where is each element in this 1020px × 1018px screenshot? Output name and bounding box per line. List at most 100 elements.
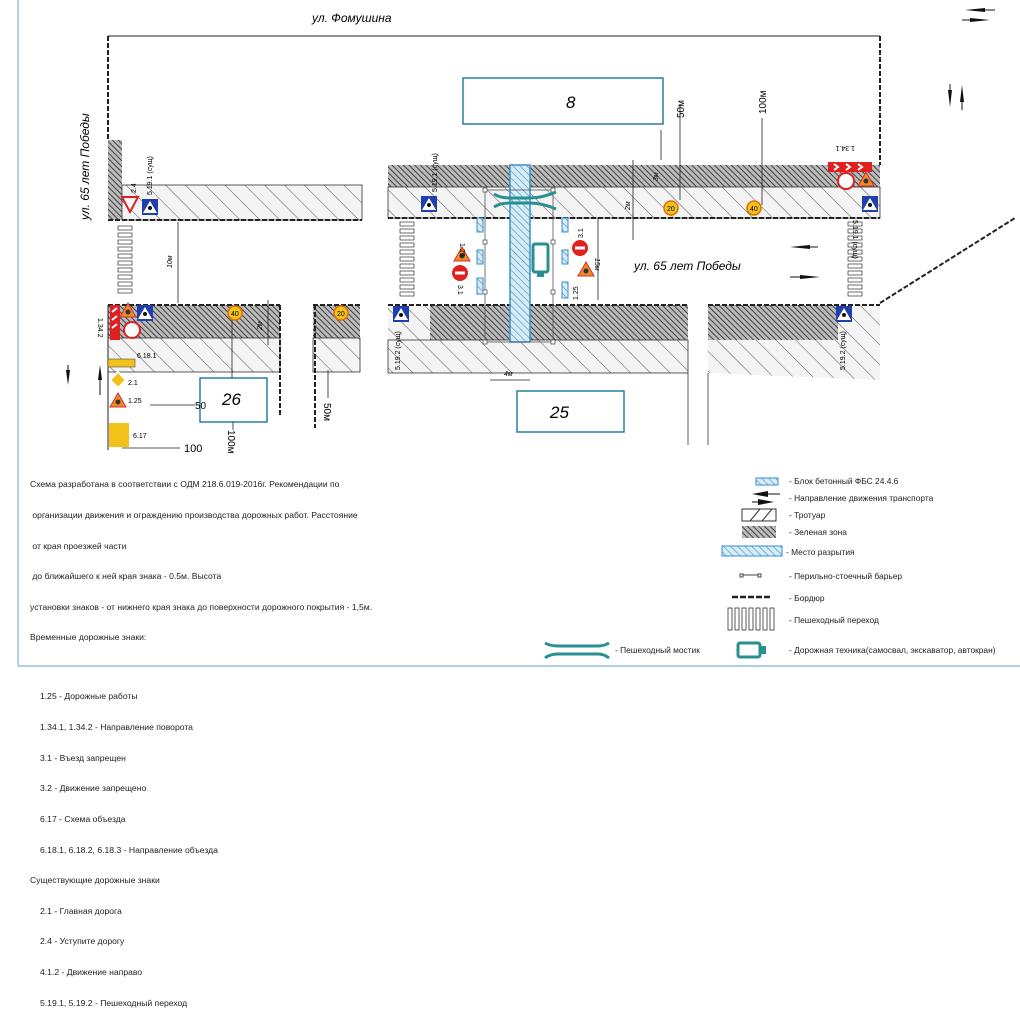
legend-concrete-block: - Блок бетонный ФБС 24.4.6: [789, 476, 899, 486]
temporary-sign-item: 6.18.1, 6.18.2, 6.18.3 - Направление объ…: [40, 844, 218, 855]
label-6-18-1: 6.18.1: [137, 353, 157, 360]
temporary-sign-item: 3.2 - Движение запрещено: [40, 783, 147, 794]
traffic-direction-icon: [752, 491, 780, 505]
label-3-1: 3.1: [456, 285, 463, 295]
sign-no-entry-3-1: [572, 240, 588, 256]
svg-text:20: 20: [337, 311, 345, 318]
existing-signs-title: Существующие дорожные знаки: [30, 875, 160, 886]
sidewalk: [312, 337, 361, 373]
building-25: 25: [516, 390, 625, 433]
label-2-4: 2.4: [131, 183, 138, 193]
sign-no-traffic-3-2: [837, 172, 855, 190]
label-5-19-1c: 5.19.1 (сущ): [851, 220, 858, 259]
svg-text:40: 40: [750, 206, 758, 213]
green-zone-icon: [742, 526, 776, 538]
sidewalk-icon: [741, 508, 777, 522]
footbridge-icon: [493, 190, 557, 211]
traffic-direction-arrows: [66, 8, 995, 395]
sign-turn-direction-1-34-1: [828, 162, 872, 172]
concrete-block-icon: [755, 477, 779, 486]
label-1-34-2: 1.34.2: [96, 318, 103, 338]
svg-text:20: 20: [667, 206, 675, 213]
legend-green-zone: - Зеленая зона: [789, 527, 847, 537]
speed-limit-sign-40: 40: [746, 200, 762, 216]
green-zone: [430, 305, 688, 340]
dim-100: 100: [184, 443, 202, 455]
label-5-19-1: 5.19.1 (сущ): [147, 156, 154, 195]
legend-crosswalk: - Пешеходный переход: [789, 615, 879, 625]
svg-text:40: 40: [231, 311, 239, 318]
legend-icons: [544, 477, 783, 660]
dim-100m-top: 100м: [758, 90, 769, 114]
sidewalk: [708, 305, 880, 380]
sign-crosswalk-5-19-1: [862, 196, 878, 212]
temporary-sign-item: 3.1 - Въезд запрещен: [40, 752, 126, 763]
dim-10m: 10м: [167, 255, 174, 268]
dim-50: 50: [195, 401, 207, 412]
dim-100m-left: 100м: [225, 430, 236, 454]
sidewalk: [121, 184, 363, 221]
scheme-notes: Схема разработана в соответствии с ОДМ 2…: [30, 459, 372, 1018]
sign-no-traffic-3-2: [123, 321, 141, 339]
existing-sign-item: 2.1 - Главная дорога: [40, 905, 122, 916]
sign-turn-direction-1-34-2: [110, 305, 120, 340]
note-line: от края проезжей части: [30, 540, 127, 551]
temporary-sign-item: 6.17 - Схема объезда: [40, 813, 126, 824]
concrete-blocks: [476, 217, 569, 299]
dim-4m: 4м: [504, 371, 513, 378]
barrier-fence: [484, 189, 554, 343]
sign-detour-6-18-1: [107, 358, 136, 368]
svg-text:8: 8: [566, 93, 576, 112]
dim-3m: 3м: [653, 172, 660, 181]
note-line: Временные дорожные знаки:: [30, 632, 147, 643]
excavation-site: [509, 164, 531, 343]
dim-15m: 15м: [593, 258, 600, 271]
sign-main-road-2-1: [108, 370, 128, 390]
dim-50m-left: 50м: [321, 403, 332, 421]
dimension-lines: [122, 105, 763, 449]
legend-barrier: - Перильно-стоечный барьер: [789, 571, 903, 581]
dim-2m-b: 2м: [625, 201, 632, 211]
note-line: организации движения и ограждению произв…: [30, 510, 358, 521]
label-1-25: 1.25: [458, 243, 465, 257]
road-machinery-icon: [531, 242, 550, 277]
dim-2m: 2м: [257, 321, 264, 331]
label-6-17: 6.17: [133, 433, 147, 440]
barrier-icon: [739, 573, 762, 578]
note-line: установки знаков - от нижнего края знака…: [30, 601, 373, 612]
label-5-19-2: 5.19.2 (сущ): [395, 331, 402, 370]
crosswalk-right: [847, 221, 863, 297]
speed-limit-sign-20: 20: [333, 305, 349, 321]
label-5-19-1b: 5.19.1 (сущ): [432, 153, 439, 192]
barrier-posts: [482, 187, 556, 345]
street-label-fomushina: ул. Фомушина: [311, 11, 392, 25]
sign-crosswalk-5-19-2: [836, 306, 852, 322]
temporary-sign-item: 1.34.1, 1.34.2 - Направление поворота: [40, 722, 193, 733]
sign-crosswalk-5-19-2: [137, 305, 153, 321]
label-1-34-1: 1.34.1: [835, 144, 855, 151]
existing-sign-item: 5.19.1, 5.19.2 - Пешеходный переход: [40, 997, 188, 1008]
svg-text:26: 26: [221, 390, 241, 409]
legend-sidewalk: - Тротуар: [789, 510, 826, 520]
legend-curb: - Бордюр: [789, 593, 825, 603]
curb-line: [879, 217, 1016, 304]
sign-crosswalk-5-19-2: [393, 306, 409, 322]
sign-detour-scheme-6-17: [109, 423, 129, 447]
temporary-sign-item: 1.25 - Дорожные работы: [40, 691, 138, 702]
green-zone: [108, 140, 122, 220]
note-line: Схема разработана в соответствии с ОДМ 2…: [30, 479, 340, 490]
sign-crosswalk-5-19-1: [421, 196, 437, 212]
sign-no-entry-3-1: [452, 265, 468, 281]
sign-crosswalk-5-19-1: [142, 199, 158, 215]
existing-sign-item: 2.4 - Уступите дорогу: [40, 936, 125, 947]
note-line: до ближайшего к ней края знака - 0.5м. В…: [30, 571, 222, 582]
existing-sign-item: 4.1.2 - Движение направо: [40, 966, 143, 977]
building-8: 8: [462, 77, 664, 125]
building-26: 26: [199, 377, 268, 423]
legend-road-machinery: - Дорожная техника(самосвал, экскаватор,…: [789, 645, 996, 655]
label-2-1: 2.1: [128, 380, 138, 387]
label-3-1b: 3.1: [578, 228, 585, 238]
legend-traffic-direction: - Направление движения транспорта: [789, 493, 934, 503]
legend-footbridge: - Пешеходный мостик: [615, 645, 700, 655]
speed-limit-sign-20: 20: [663, 200, 679, 216]
